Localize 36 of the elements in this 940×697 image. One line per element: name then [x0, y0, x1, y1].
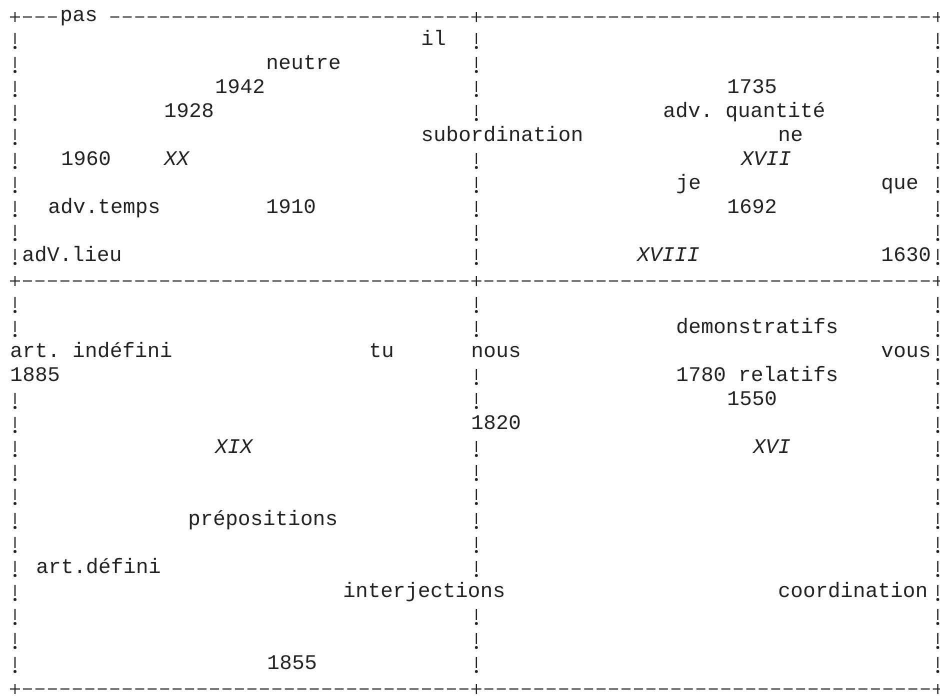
point-label: vous	[881, 341, 931, 365]
point-label: subordination	[421, 125, 584, 149]
point-label: 1630	[881, 245, 931, 269]
point-label: que	[881, 173, 918, 197]
point-label: demonstratifs	[676, 317, 838, 341]
point-label: 1885	[10, 365, 60, 389]
point-label: pas	[60, 5, 98, 29]
point-label: tu	[369, 341, 394, 365]
point-label: 1855	[267, 653, 317, 677]
point-label: prépositions	[188, 509, 338, 533]
point-label: interjections	[343, 581, 506, 605]
point-label: coordination	[778, 581, 928, 605]
point-label: il	[421, 29, 446, 53]
point-label: 1820	[471, 413, 521, 437]
point-label: adV.lieu	[22, 245, 122, 269]
point-label: art. indéfini	[10, 341, 172, 365]
point-label: 1928	[164, 101, 214, 125]
point-label: XVIII	[637, 245, 700, 269]
point-label: 1960	[61, 149, 111, 173]
point-label: XIX	[215, 437, 252, 461]
point-label: adv. quantité	[663, 101, 826, 125]
point-label: art.défini	[36, 557, 161, 581]
point-label: 1735	[727, 77, 777, 101]
point-label: ne	[778, 125, 803, 149]
point-label: XVII	[741, 149, 791, 173]
point-label: 1550	[727, 389, 777, 413]
point-label: 1942	[215, 77, 265, 101]
point-label: je	[676, 173, 701, 197]
point-label: 1780 relatifs	[676, 365, 838, 389]
point-label: neutre	[266, 53, 341, 77]
point-label: nous	[471, 341, 521, 365]
point-label: 1692	[727, 197, 777, 221]
point-label: 1910	[266, 197, 316, 221]
point-label: adv.temps	[48, 197, 160, 221]
point-label: XX	[164, 149, 189, 173]
point-label: XVI	[753, 437, 790, 461]
